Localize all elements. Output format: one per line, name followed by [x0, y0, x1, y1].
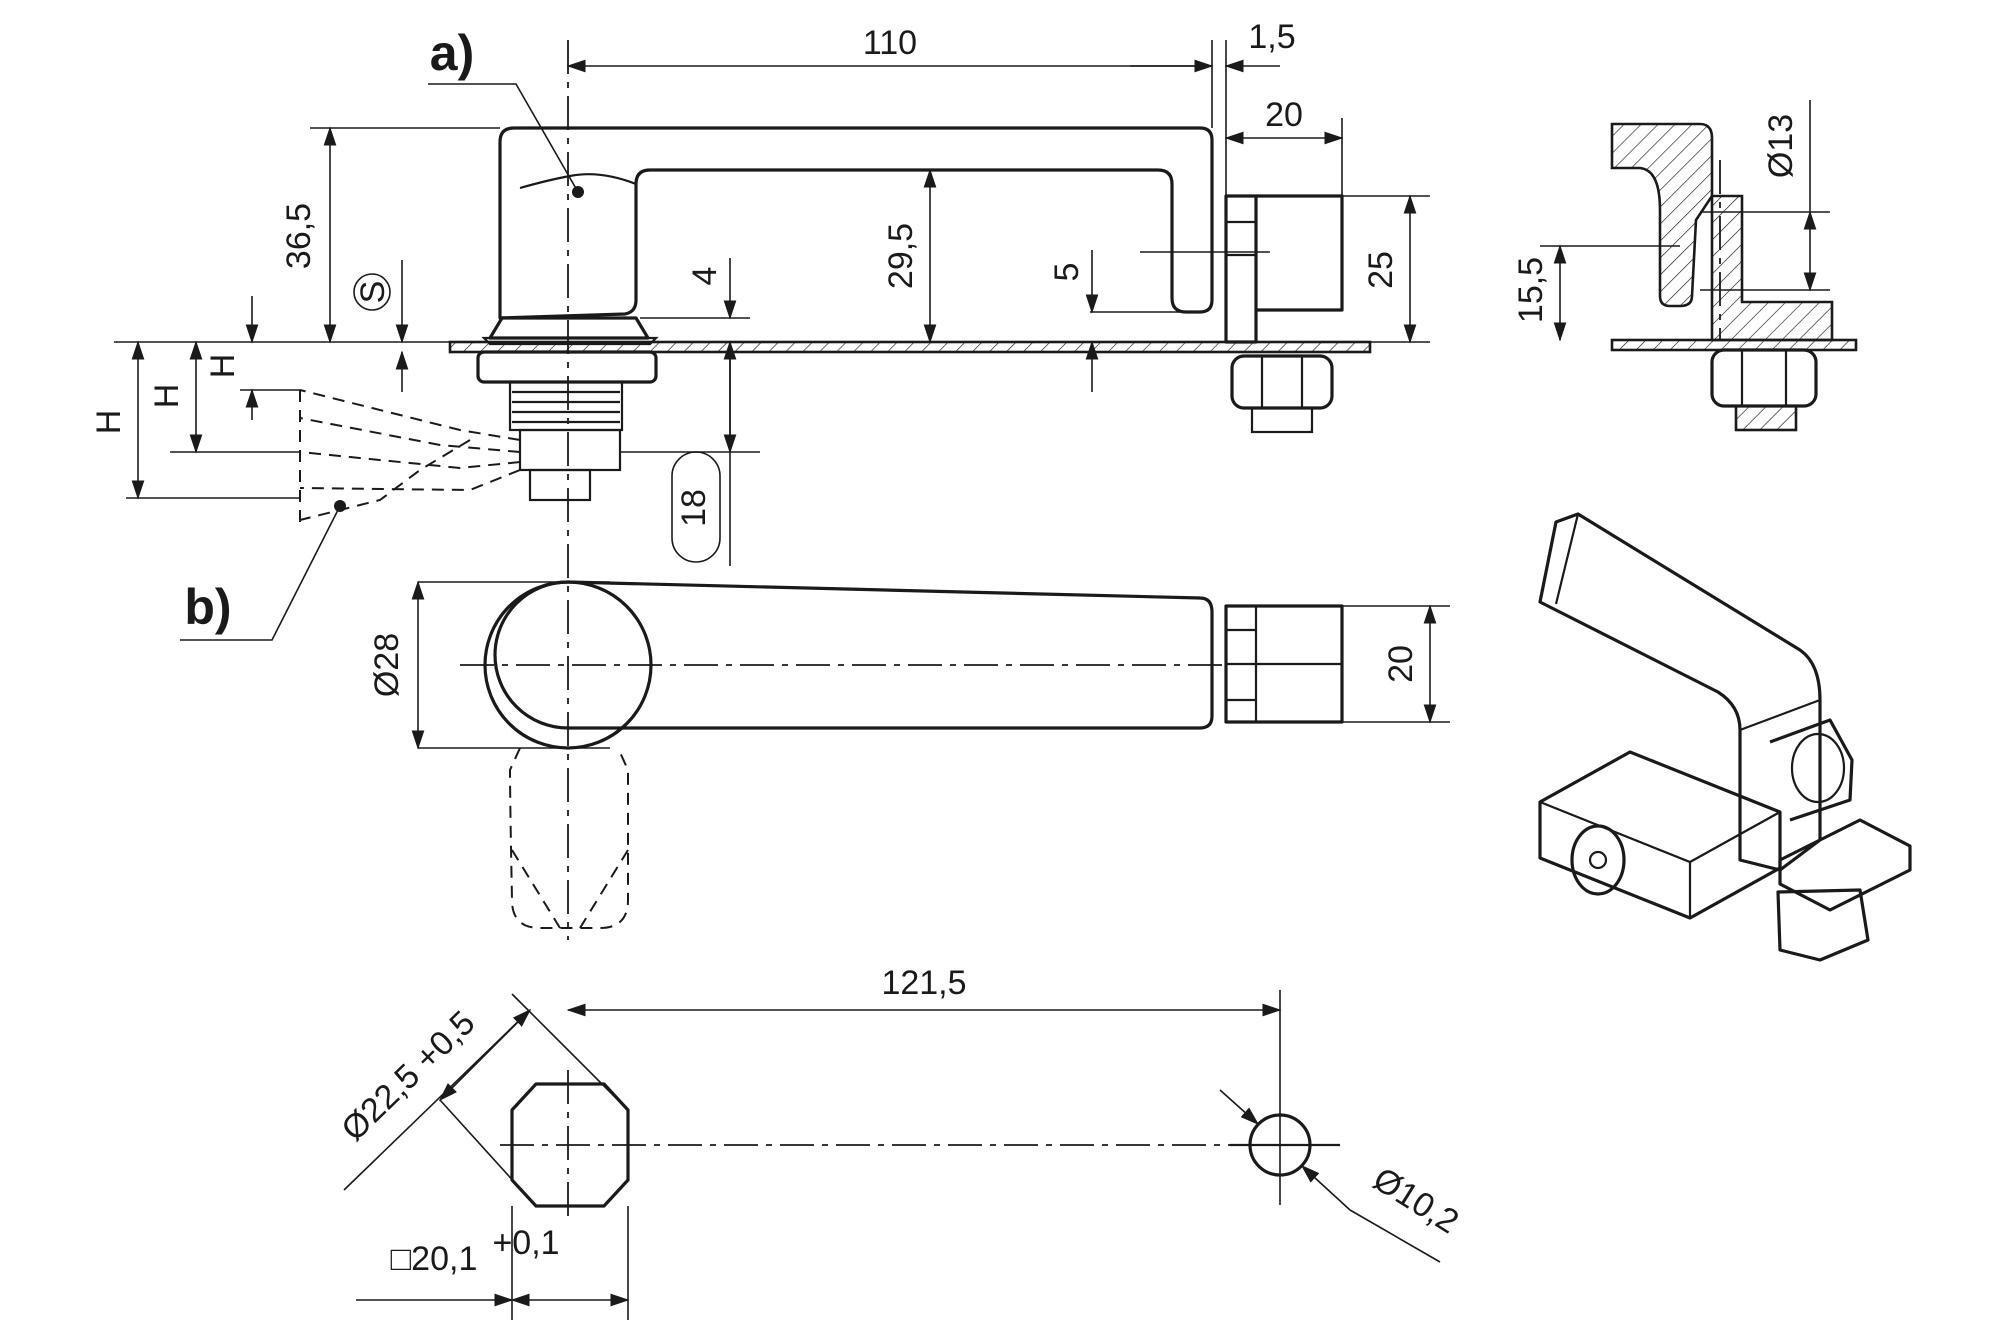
handle-turned-dashed [508, 747, 629, 929]
dim-29-5: 29,5 [882, 223, 920, 289]
dim-h-mid: H [148, 384, 186, 409]
dim-15-5: 15,5 [1512, 257, 1550, 323]
cam-position-dashed [299, 389, 521, 530]
iso-pivot-ring [1790, 732, 1846, 804]
iso-lock-edges [1539, 800, 1781, 918]
iso-pivot-housing [1769, 718, 1854, 822]
iso-key-cylinder [1570, 824, 1626, 896]
dim-dia-28: Ø28 [368, 633, 406, 697]
label-a-leader [428, 83, 579, 193]
section-handle [1610, 122, 1714, 308]
section-bolt [1734, 404, 1798, 432]
dim-18: 18 [675, 489, 713, 527]
dim-25: 25 [1362, 251, 1400, 289]
dim-20-plan: 20 [1382, 645, 1420, 683]
dim-1-5: 1,5 [1248, 18, 1295, 56]
dim-5: 5 [1048, 263, 1086, 282]
door-panel [448, 340, 1372, 354]
dim-square-tol: +0,1 [492, 1224, 559, 1262]
dim-h-large: H [90, 410, 128, 435]
dim-dia-13: Ø13 [1762, 114, 1800, 178]
stop-bracket [1256, 194, 1344, 312]
label-a: a) [430, 25, 474, 81]
iso-handle-edges [1554, 513, 1821, 732]
cam-tip [528, 468, 592, 502]
dim-dia-10-2: Ø10,2 [1366, 1160, 1465, 1241]
dim-110: 110 [863, 24, 917, 62]
side-view-dimensions: 110 1,5 20 36,5 29,5 4 5 25 S [90, 18, 1430, 641]
collar [488, 316, 650, 340]
s-symbol: S [354, 281, 392, 304]
side-view [299, 40, 1372, 940]
label-b-leader [180, 505, 341, 641]
panel-nut [476, 350, 658, 384]
dim-h-small: H [204, 354, 242, 379]
section-nut-facets [1740, 350, 1788, 406]
handle-curve [519, 173, 637, 190]
iso-handle [1538, 512, 1822, 872]
dim-20-top: 20 [1265, 96, 1303, 134]
isometric-view [1538, 512, 1912, 962]
key-slot-icon [1588, 850, 1608, 870]
dim-121-5: 121,5 [881, 964, 966, 1002]
dim-36-5: 36,5 [280, 203, 318, 269]
iso-nut [1776, 888, 1870, 962]
thread-lines [512, 390, 620, 424]
section-nut [1710, 348, 1818, 408]
handle-side-outline [498, 126, 1214, 320]
section-bracket [1710, 194, 1834, 342]
stop-nut-facets [1260, 356, 1304, 408]
plan-view: Ø28 20 [368, 580, 1450, 929]
s-symbol-circle [353, 273, 391, 311]
dim-4: 4 [686, 267, 724, 286]
stop-plate [1224, 194, 1258, 344]
square-cutout-outline [510, 1082, 630, 1208]
section-view: Ø13 15,5 [1512, 100, 1858, 432]
handle-plan-outline [493, 580, 1214, 730]
iso-lock-body [1538, 750, 1782, 920]
cam-block [518, 428, 622, 472]
stop-grooves [1226, 220, 1256, 257]
dim-square-20-1: □20,1 [391, 1240, 478, 1278]
stop-nut [1230, 354, 1334, 410]
iso-stop-block [1778, 818, 1912, 912]
label-b: b) [184, 579, 231, 635]
stop-bolt [1250, 406, 1314, 434]
dim-18-frame [671, 451, 721, 563]
cutout-view: 121,5 Ø22,5 +0,5 Ø10,2 □20,1 +0,1 [334, 964, 1465, 1320]
